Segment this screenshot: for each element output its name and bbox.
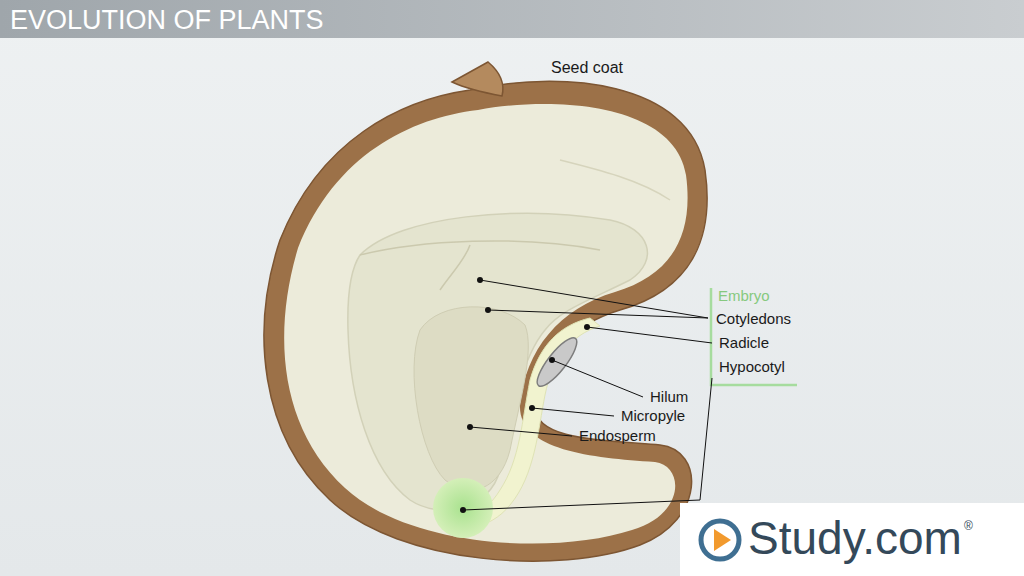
- part-label: Endosperm: [579, 428, 656, 445]
- leader-line: [587, 327, 712, 343]
- logo-panel: [680, 503, 1024, 576]
- endosperm-shape: [414, 307, 528, 490]
- part-label: Hypocotyl: [719, 359, 785, 376]
- leader-line: [532, 408, 614, 416]
- leader-line: [463, 378, 712, 510]
- seed-coat-shape: [264, 81, 707, 561]
- leader-line: [480, 280, 708, 318]
- part-label: Micropyle: [621, 408, 685, 425]
- leader-line: [552, 360, 643, 397]
- group-label: Embryo: [718, 288, 770, 305]
- leader-dots: [460, 277, 590, 513]
- leader-dot: [529, 405, 535, 411]
- leader-dot: [549, 357, 555, 363]
- page-title: EVOLUTION OF PLANTS: [10, 6, 324, 36]
- leader-dot: [485, 307, 491, 313]
- watermark: Study.com: [748, 513, 962, 564]
- leader-dot: [467, 424, 473, 430]
- cotyledon-shape: [348, 213, 648, 510]
- leader-lines: [463, 280, 712, 510]
- cotyledon-vein: [560, 160, 670, 200]
- watermark-mark: ®: [964, 520, 973, 533]
- leader-dot: [584, 324, 590, 330]
- seed-interior: [284, 104, 687, 544]
- hypocotyl-blob: [433, 478, 493, 538]
- cotyledon-vein: [360, 241, 600, 255]
- part-label: Hilum: [650, 389, 688, 406]
- embryo-bracket: [711, 288, 797, 385]
- part-label: Seed coat: [551, 59, 623, 77]
- leader-dot: [460, 507, 466, 513]
- cotyledon-vein: [440, 245, 470, 290]
- logo-play: [714, 529, 731, 551]
- title-bar: [0, 0, 1024, 38]
- leader-dot: [477, 277, 483, 283]
- leader-line: [470, 427, 572, 436]
- part-label: Cotyledons: [716, 311, 791, 328]
- seed-coat-flap: [452, 62, 503, 96]
- leader-line: [488, 310, 708, 318]
- part-label: Radicle: [719, 335, 769, 352]
- logo-ring: [701, 521, 739, 559]
